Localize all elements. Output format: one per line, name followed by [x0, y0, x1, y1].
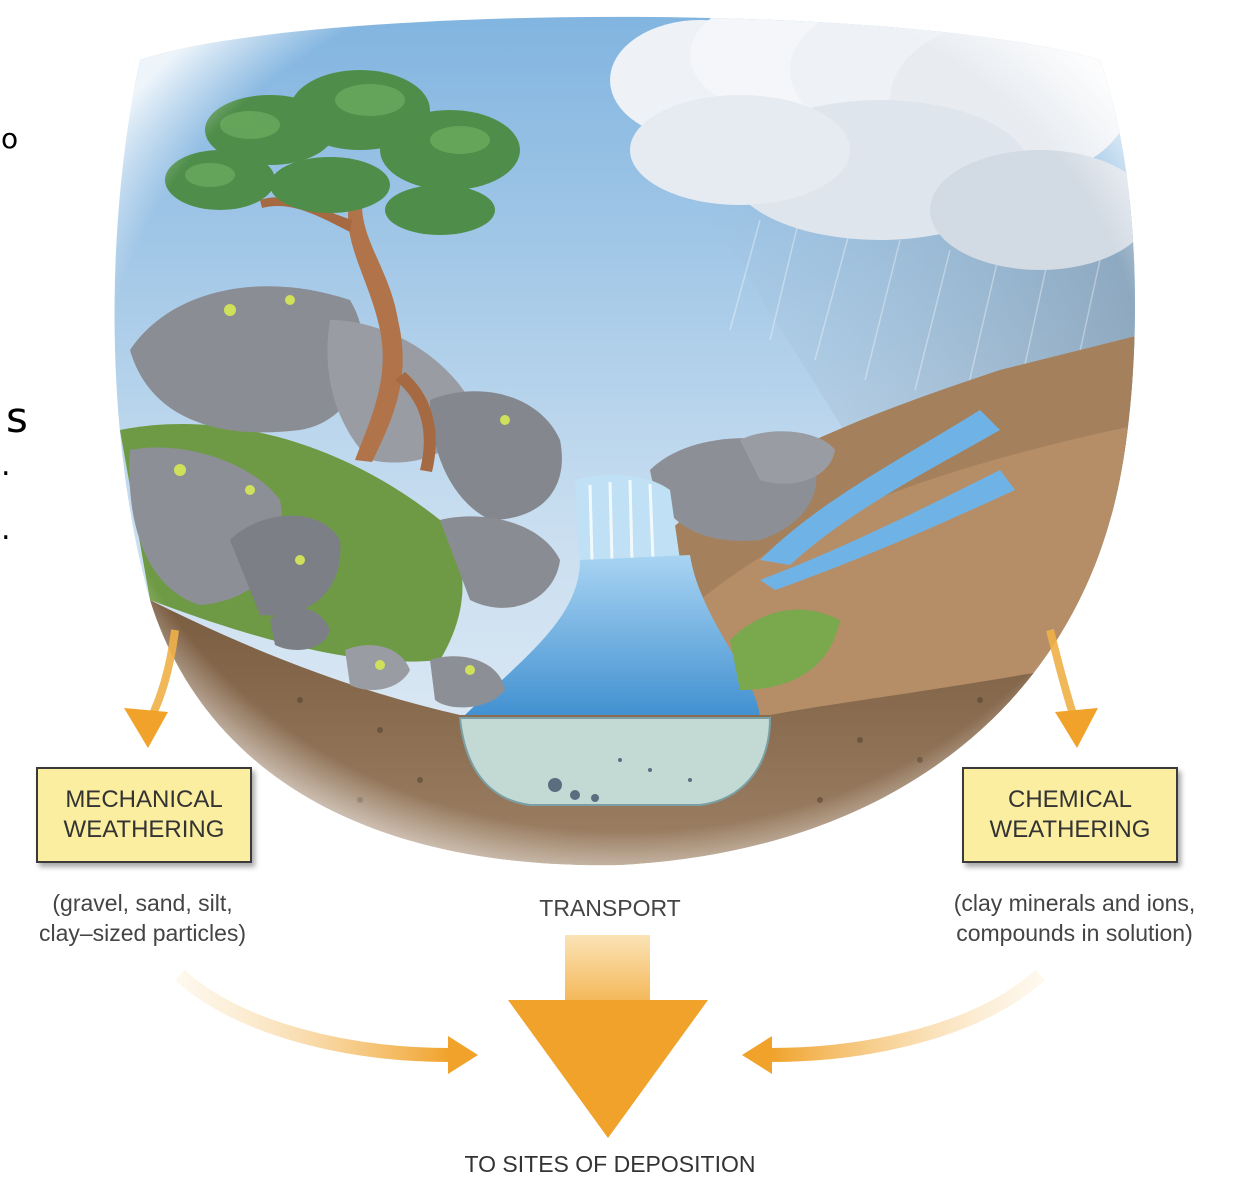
edge-glyph-2: s: [6, 393, 28, 442]
edge-glyph-3: .: [1, 448, 11, 483]
edge-glyph-1: o: [1, 122, 19, 155]
chemical-line-2: WEATHERING: [989, 816, 1151, 843]
mechanical-products-caption: (gravel, sand, silt, clay–sized particle…: [5, 888, 280, 948]
chemical-products-caption: (clay minerals and ions, compounds in so…: [912, 888, 1237, 948]
arrow-right-to-deposition: [742, 969, 1045, 1074]
arrow-down-right: [1046, 629, 1098, 748]
chemical-products-line-2: compounds in solution): [956, 920, 1193, 946]
mechanical-products-line-1: (gravel, sand, silt,: [52, 890, 233, 916]
mechanical-line-2: WEATHERING: [63, 816, 225, 843]
transport-arrow: [508, 935, 708, 1138]
mechanical-products-line-2: clay–sized particles): [38, 920, 247, 946]
arrow-down-left: [124, 629, 179, 748]
edge-glyph-4: .: [1, 512, 11, 547]
chemical-products-line-1: (clay minerals and ions,: [953, 890, 1196, 916]
chemical-line-1: CHEMICAL: [1007, 786, 1133, 813]
chemical-weathering-box: CHEMICAL WEATHERING: [962, 767, 1178, 863]
arrow-left-to-deposition: [175, 969, 478, 1074]
mechanical-line-1: MECHANICAL: [65, 786, 223, 813]
mechanical-weathering-box: MECHANICAL WEATHERING: [36, 767, 252, 863]
deposition-label: TO SITES OF DEPOSITION: [464, 1151, 756, 1177]
transport-label: TRANSPORT: [539, 895, 681, 921]
